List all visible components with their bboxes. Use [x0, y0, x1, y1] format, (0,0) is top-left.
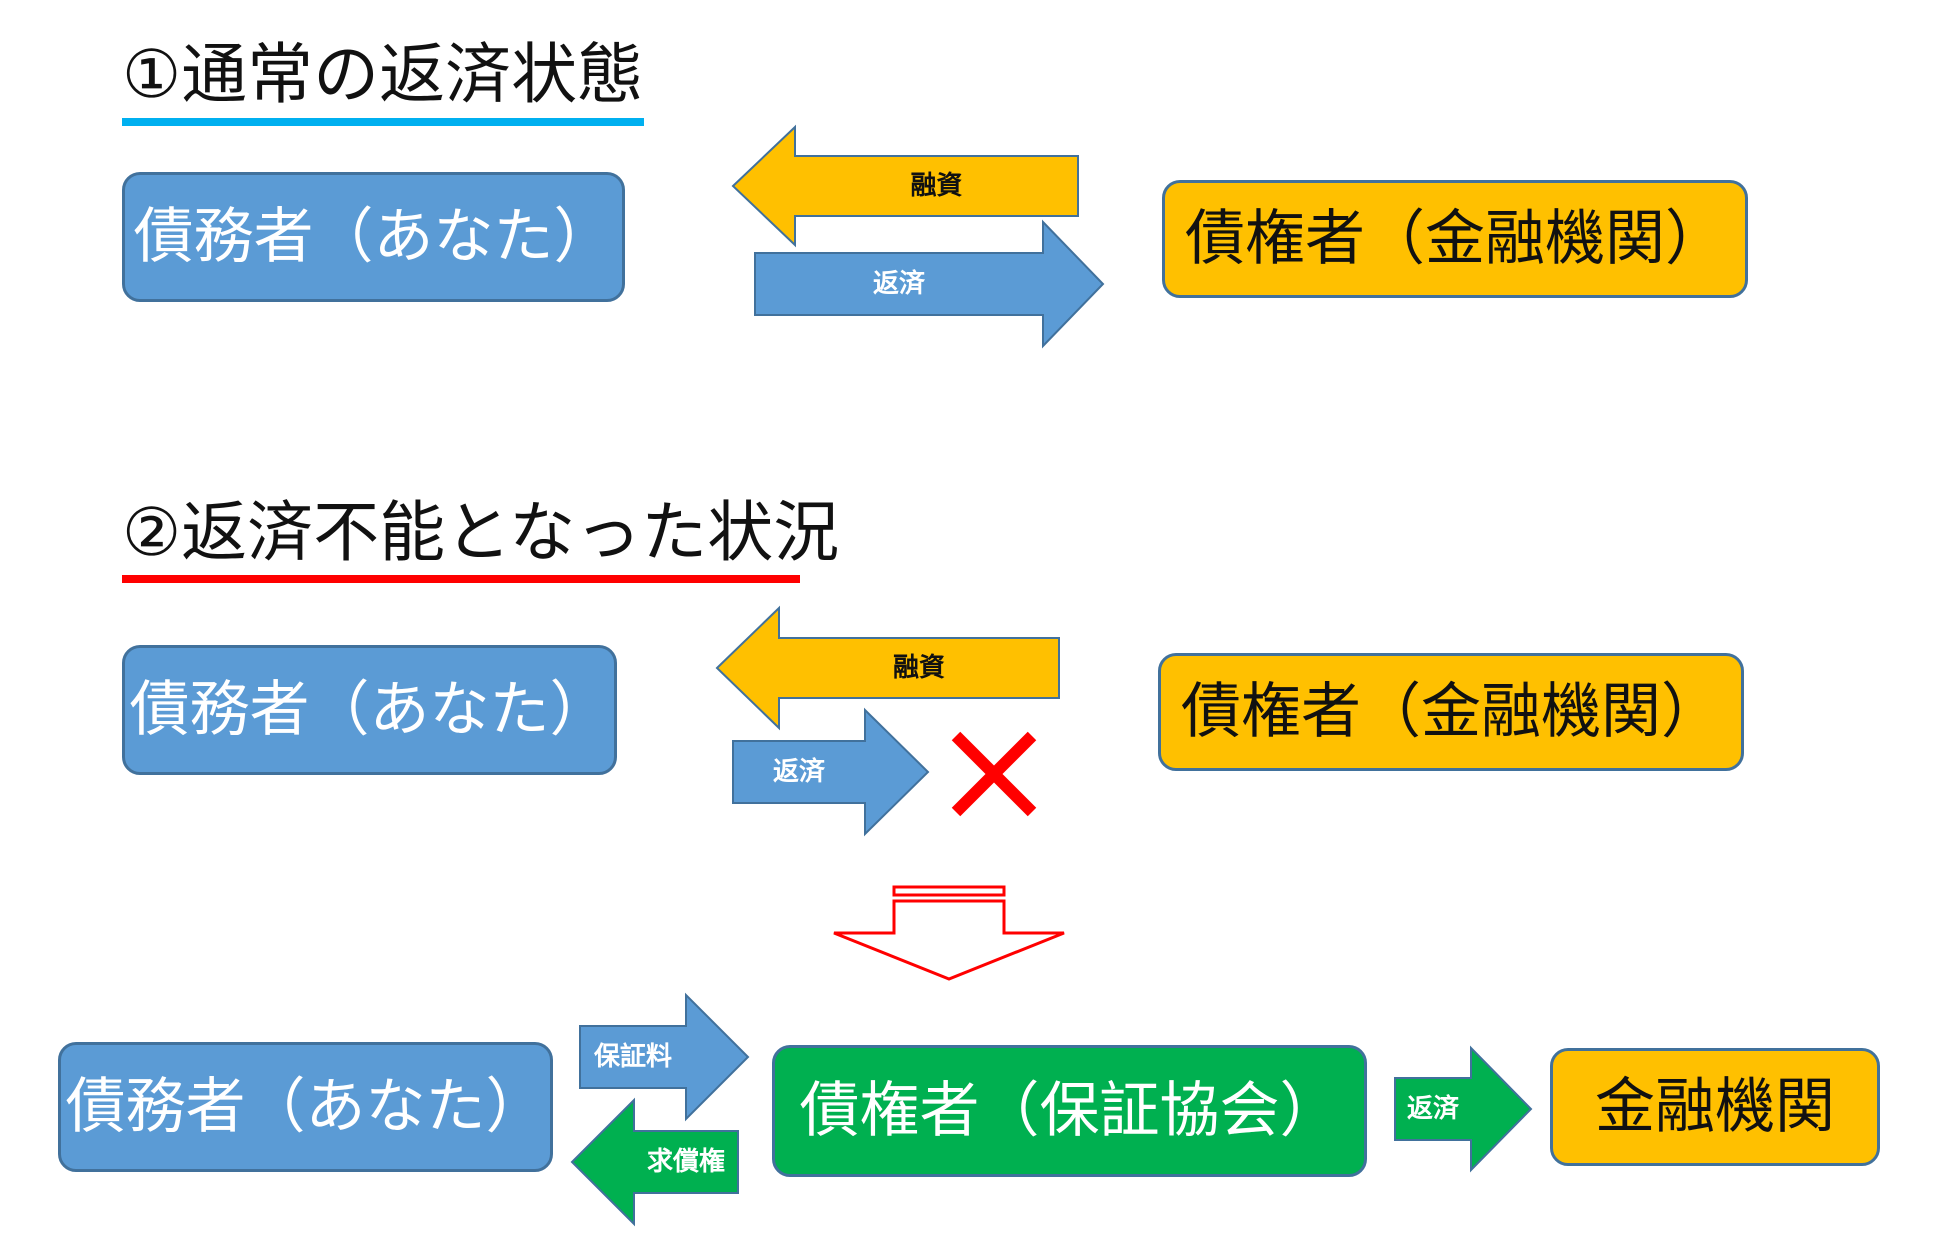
debtor-box-guarantee: 債務者（あなた）: [58, 1042, 553, 1172]
guarantor-box: 債権者（保証協会）: [772, 1045, 1367, 1177]
repay-arrow-normal: 返済: [754, 219, 1105, 349]
creditor-box-bank-default: 債権者（金融機関）: [1158, 653, 1744, 771]
loan-arrow-normal: 融資: [731, 124, 1079, 248]
repay-arrow-default: 返済: [732, 707, 930, 837]
bank-box: 金融機関: [1550, 1048, 1880, 1166]
section1-heading-underline: [122, 118, 644, 126]
transition-down-arrow: [832, 885, 1066, 981]
section2-heading-underline: [122, 575, 800, 583]
debtor-box-normal: 債務者（あなた）: [122, 172, 625, 302]
repay-arrow-label: 返済: [772, 757, 825, 787]
guarantee-fee-arrow: 保証料: [579, 992, 750, 1122]
loan-arrow-label: 融資: [892, 653, 945, 683]
recourse-arrow: 求償権: [570, 1097, 739, 1227]
blocked-x-mark: [950, 730, 1038, 818]
guarantor-repay-arrow: 返済: [1394, 1045, 1533, 1173]
loan-arrow-default: 融資: [715, 605, 1060, 731]
section2-heading: ②返済不能となった状況: [122, 494, 840, 571]
debtor-box-default: 債務者（あなた）: [122, 645, 617, 775]
creditor-box-bank-normal: 債権者（金融機関）: [1162, 180, 1748, 298]
repay-arrow-label: 返済: [872, 269, 925, 299]
guarantee-fee-arrow-label: 保証料: [593, 1042, 672, 1072]
guarantor-repay-arrow-label: 返済: [1406, 1094, 1459, 1124]
section1-heading: ①通常の返済状態: [122, 36, 644, 113]
loan-arrow-label: 融資: [910, 171, 963, 201]
recourse-arrow-label: 求償権: [646, 1147, 725, 1177]
